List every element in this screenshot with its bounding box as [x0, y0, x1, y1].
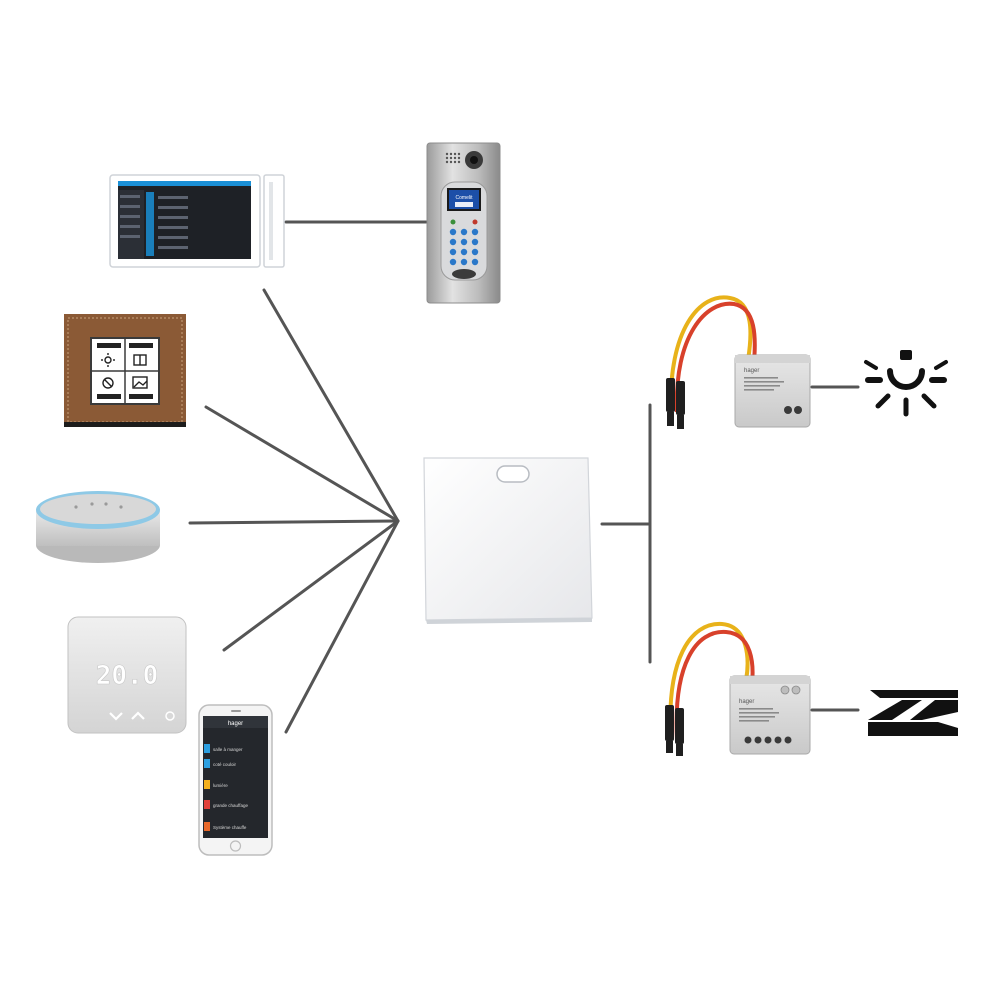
phone-row-1: salle à manger: [213, 747, 243, 752]
line-thermostat-hub: [222, 519, 400, 652]
smartphone: hager salle à manger coté couloir lumièr…: [198, 704, 273, 856]
line-phone-hub: [284, 519, 400, 734]
wall-tablet: [109, 174, 285, 268]
chevron-up-icon: [131, 711, 145, 720]
thermostat-temperature: 20.0: [96, 661, 159, 691]
phone-app-brand: hager: [228, 721, 243, 727]
intercom-brand-label: Comelit: [456, 195, 474, 201]
phone-row-5: Système chauffe: [213, 825, 247, 830]
phone-app-list: salle à manger coté couloir lumière gran…: [204, 744, 248, 831]
connection-lines: [188, 220, 860, 734]
sun-icon: [101, 353, 115, 367]
fan-icon: [102, 377, 114, 389]
phone-row-2: coté couloir: [213, 762, 237, 767]
line-leather-panel-hub: [204, 405, 400, 523]
picture-icon: [132, 376, 148, 389]
phone-row-3: lumière: [213, 783, 228, 788]
module1-brand: hager: [744, 368, 759, 374]
line-smart-speaker-hub: [188, 519, 400, 525]
switch-module-shutter: hager: [665, 621, 811, 756]
leather-switch-panel: [64, 314, 186, 427]
video-intercom: Comelit: [426, 142, 501, 304]
central-hub: [423, 457, 593, 624]
line-tablet-hub: [262, 288, 400, 523]
chevron-down-icon: [109, 712, 123, 721]
module2-brand: hager: [739, 699, 754, 705]
light-bulb-icon: [864, 350, 948, 417]
thermostat: 20.0: [67, 616, 187, 734]
window-icon: [133, 354, 147, 366]
smart-speaker: [36, 491, 160, 563]
phone-row-4: grande chauffage: [213, 803, 248, 808]
roller-shutter-icon: [868, 690, 958, 736]
switch-module-lighting: hager: [666, 295, 811, 429]
